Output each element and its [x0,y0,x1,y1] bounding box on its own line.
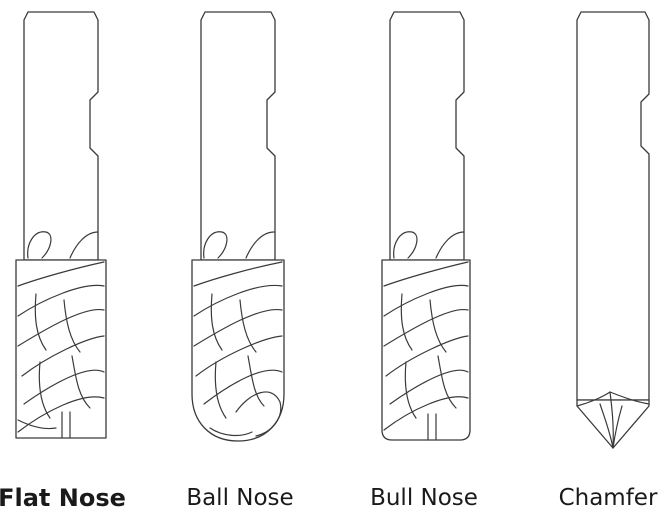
bull-nose-end-mill [381,11,471,441]
chamfer-end-mill [576,11,650,449]
bull-nose-flutes [383,231,469,441]
label-bull-nose: Bull Nose [370,485,478,511]
label-flat-nose: Flat Nose [0,484,126,512]
flat-nose-shank [23,11,99,261]
label-chamfer: Chamfer [558,485,658,511]
flat-nose-end-mill [15,11,107,439]
flat-nose-flutes [17,231,105,439]
ball-nose-end-mill [191,11,285,442]
chamfer-flutes [576,391,650,449]
chamfer-shank [576,11,650,401]
bull-nose-shank [389,11,465,261]
label-ball-nose: Ball Nose [186,485,294,511]
ball-nose-flutes [193,231,283,437]
flat-nose-cutting-body [15,259,107,439]
bull-nose-cutting-body [381,259,471,441]
ball-nose-shank [200,11,276,261]
